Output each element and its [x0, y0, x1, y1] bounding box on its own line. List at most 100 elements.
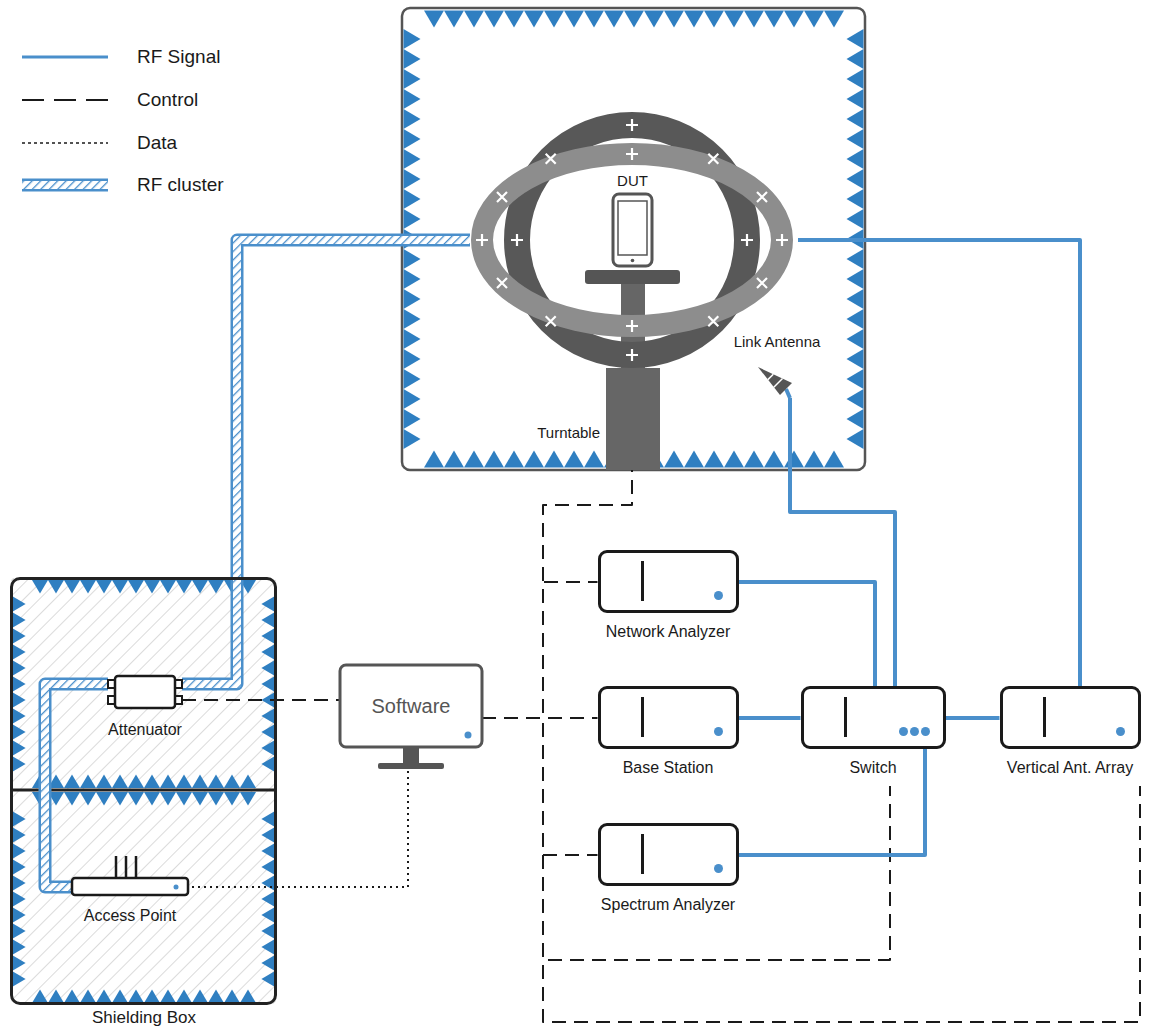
- absorber-cone: [584, 451, 604, 468]
- control-line: [482, 718, 598, 855]
- turntable-pillar: [606, 368, 660, 470]
- phone-outline: [613, 194, 652, 266]
- absorber-cone: [176, 792, 192, 806]
- anechoic-chamber: [402, 8, 865, 470]
- absorber-cone: [847, 29, 864, 49]
- absorber-cone: [12, 891, 26, 907]
- absorber-cone: [64, 774, 80, 788]
- turntable-symbol: [515, 360, 665, 470]
- absorber-cone: [160, 774, 176, 788]
- absorber-cone: [96, 792, 112, 806]
- control-line: [482, 582, 598, 718]
- absorber-cone: [847, 149, 864, 169]
- absorber-cone: [80, 989, 96, 1003]
- rf-cluster-wire: [182, 240, 470, 684]
- access-point: Access Point: [60, 850, 200, 935]
- absorber-cone: [847, 389, 864, 409]
- absorber-cone: [464, 11, 484, 28]
- dut-phone: DUT: [595, 168, 670, 268]
- absorber-cone: [12, 596, 26, 612]
- monitor-stand: [403, 747, 419, 763]
- absorber-cone: [12, 875, 26, 891]
- legend-text: RF cluster: [137, 174, 224, 197]
- instrument: Network Analyzer: [583, 550, 753, 650]
- absorber-cone: [208, 580, 224, 594]
- node-label: Shielding Box: [92, 1008, 196, 1028]
- instrument: Vertical Ant. Array: [985, 686, 1155, 786]
- absorber-cone: [824, 11, 844, 28]
- absorber-cone: [80, 774, 96, 788]
- connector-group: [482, 718, 598, 855]
- absorber-cone: [404, 129, 421, 149]
- status-led: [899, 727, 908, 736]
- legend-sample: [22, 142, 108, 144]
- link-antenna: Link Antenna: [712, 333, 842, 398]
- absorber-cone: [261, 907, 275, 923]
- absorber-cone: [847, 309, 864, 329]
- absorber-cone: [12, 811, 26, 827]
- monitor-screen: [340, 665, 482, 747]
- antenna-feed: [786, 389, 790, 398]
- absorber-cone: [261, 923, 275, 939]
- absorber-cone: [404, 429, 421, 449]
- absorber-cone: [261, 724, 275, 740]
- absorber-cone: [96, 774, 112, 788]
- absorber-cone: [112, 774, 128, 788]
- absorber-cone: [12, 971, 26, 987]
- instrument-slot: [1043, 697, 1046, 737]
- absorber-cone: [784, 11, 804, 28]
- probe-symbol: [708, 154, 718, 164]
- instrument-box: [801, 686, 946, 749]
- absorber-cone: [847, 69, 864, 89]
- phone-body: [613, 194, 652, 266]
- absorber-cone: [404, 209, 421, 229]
- absorber-cone: [847, 429, 864, 449]
- illustration-group: [10, 8, 1080, 1004]
- probe-symbol: [776, 234, 788, 246]
- node-label: Spectrum Analyzer: [601, 895, 735, 914]
- absorber-cone: [261, 708, 275, 724]
- absorber-cone: [544, 451, 564, 468]
- connector-group: [790, 398, 895, 686]
- absorber-cone: [64, 792, 80, 806]
- absorber-cone: [404, 189, 421, 209]
- status-led: [910, 727, 919, 736]
- absorber-cone: [404, 69, 421, 89]
- absorber-cone: [764, 451, 784, 468]
- absorber-cone: [261, 644, 275, 660]
- absorber-cone: [544, 11, 564, 28]
- absorber-cone: [664, 451, 684, 468]
- absorber-cone: [424, 11, 444, 28]
- status-led: [714, 591, 723, 600]
- access-point-antenna: [115, 856, 118, 878]
- monitor-base: [378, 763, 444, 769]
- absorber-cone: [404, 49, 421, 69]
- absorber-cone: [12, 692, 26, 708]
- absorber-cone: [261, 971, 275, 987]
- cluster-hatch: [182, 240, 470, 684]
- absorber-cone: [847, 369, 864, 389]
- node-label: Vertical Ant. Array: [1007, 758, 1133, 777]
- antenna-stripe: [768, 374, 773, 379]
- instrument-box: [598, 686, 739, 749]
- absorber-cone: [261, 955, 275, 971]
- absorber-cone: [824, 451, 844, 468]
- absorber-cone: [404, 329, 421, 349]
- legend-samples: [22, 57, 108, 185]
- absorber-cone: [784, 451, 804, 468]
- absorber-cone: [261, 756, 275, 772]
- rf-signal-line: [946, 716, 1000, 720]
- absorber-cone: [12, 955, 26, 971]
- absorber-cone: [12, 923, 26, 939]
- node-label: Access Point: [84, 906, 176, 925]
- absorber-cone: [261, 628, 275, 644]
- node-label: Software: [372, 694, 451, 718]
- turntable-outline: [606, 368, 660, 470]
- absorber-cone: [176, 989, 192, 1003]
- absorber-cone: [144, 792, 160, 806]
- absorber-cone: [261, 596, 275, 612]
- absorber-cone: [847, 289, 864, 309]
- absorber-cone: [764, 11, 784, 28]
- probe-symbol: [626, 349, 638, 361]
